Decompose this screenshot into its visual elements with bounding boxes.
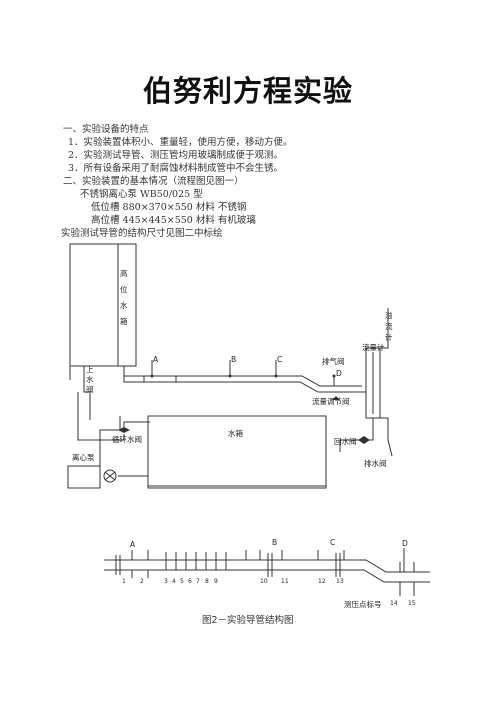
svg-text:D: D [402, 539, 408, 548]
svg-text:12: 12 [318, 578, 326, 585]
svg-text:箱: 箱 [120, 316, 128, 326]
svg-text:15: 15 [408, 600, 416, 607]
features-heading: 一、实验设备的特点 [63, 124, 149, 135]
svg-text:计: 计 [385, 332, 393, 342]
flow-valve-label: 流量调节阀 [312, 396, 350, 406]
spec-high-tank: 高位槽 445×445×550 材料 有机玻璃 [91, 215, 256, 226]
pressure-point-label: 测压点标号 [344, 599, 382, 609]
feature-2: 2．实验测试导管、测压管均用玻璃制成便于观测。 [68, 150, 284, 161]
feature-3: 3．所有设备采用了耐腐蚀材料制成管中不会生锈。 [68, 163, 284, 174]
circulation-valve-label: 循环水阀 [112, 434, 142, 444]
svg-text:2: 2 [140, 578, 144, 585]
flowmeter-label: 流量计 [362, 342, 385, 352]
svg-text:4: 4 [172, 578, 176, 585]
high-tank-label: 高 位 水 箱 [120, 268, 128, 326]
basic-heading: 二、实验装置的基本情况（流程图见图一） [63, 176, 244, 187]
page-title: 伯努利方程实验 [142, 74, 353, 108]
svg-text:C: C [330, 538, 335, 547]
pump-label: 离心泵 [72, 452, 95, 462]
svg-text:上: 上 [86, 365, 94, 374]
return-valve-label: 回水阀 [334, 436, 357, 446]
svg-text:10: 10 [260, 578, 268, 585]
svg-text:溢: 溢 [385, 310, 393, 320]
svg-text:3: 3 [164, 578, 168, 585]
pressure-point-numbers: 1 2 3 4 5 6 7 8 9 10 11 12 13 14 15 [122, 578, 416, 607]
svg-text:位: 位 [120, 284, 128, 294]
svg-text:高: 高 [120, 268, 128, 278]
overflow-label: 溢 流 计 [385, 310, 393, 342]
spec-low-tank: 低位槽 880×370×550 材料 不锈钢 [91, 202, 247, 213]
svg-text:8: 8 [205, 578, 209, 585]
point-c-label: C [277, 355, 282, 364]
high-tank-inner [117, 243, 137, 367]
svg-text:阀: 阀 [86, 385, 94, 394]
point-d-label: D [336, 369, 342, 378]
svg-text:9: 9 [214, 578, 218, 585]
point-a-label: A [153, 355, 159, 364]
point-b-label: B [231, 355, 236, 364]
svg-text:7: 7 [196, 578, 200, 585]
svg-text:14: 14 [390, 600, 398, 607]
svg-text:5: 5 [180, 578, 184, 585]
svg-text:B: B [272, 538, 277, 547]
flow-diagram: 高 位 水 箱 溢 流 计 上 水 阀 A B C D 流量计 排气阀 流量调节… [67, 243, 393, 489]
feature-1: 1．实验装置体积小、重量轻，使用方便，移动方便。 [68, 137, 293, 148]
svg-text:水: 水 [86, 374, 94, 384]
water-tank-label: 水箱 [228, 428, 243, 438]
water-tank [147, 415, 327, 489]
note-line: 实验测试导管的结构尺寸见图二中标绘 [61, 228, 223, 239]
spec-pump: 不锈钢离心泵 WB50/025 型 [80, 189, 203, 200]
svg-text:水: 水 [120, 300, 128, 310]
svg-text:6: 6 [188, 578, 192, 585]
svg-text:A: A [130, 540, 136, 549]
pump-assembly [67, 465, 117, 489]
svg-text:1: 1 [122, 578, 126, 585]
svg-text:11: 11 [281, 578, 289, 585]
pipe-point-letters: A B C D [130, 538, 408, 549]
svg-text:13: 13 [336, 578, 344, 585]
pipe-structure-diagram: A B C D 1 2 3 4 5 6 7 8 9 10 11 12 13 14… [104, 538, 430, 609]
vent-valve-label: 排气阀 [322, 356, 345, 366]
drain-valve-label: 排水阀 [364, 458, 387, 468]
upper-valve-label: 上 水 阀 [86, 365, 94, 394]
svg-text:流: 流 [385, 321, 393, 331]
figure-2-caption: 图2－实验导管结构图 [202, 615, 294, 626]
